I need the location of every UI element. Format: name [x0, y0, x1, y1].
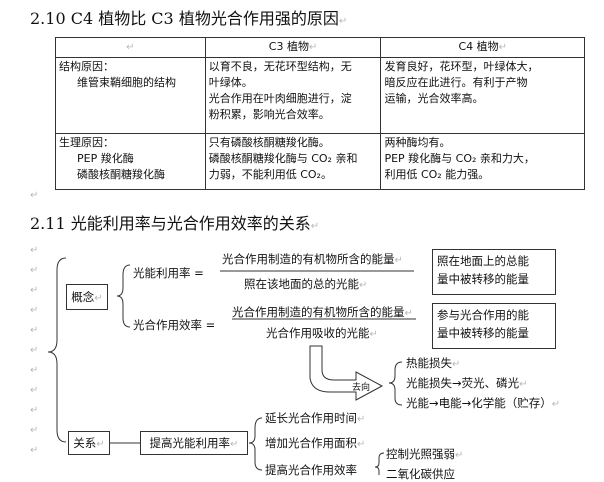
table-cell-c4: 发育良好，花环型，叶绿体大， 暗反应在此进行。有利于产物 运输，光合效率高。: [380, 57, 585, 134]
paragraph-mark: ↵: [30, 365, 39, 376]
sub-item: 二氧化碳供应: [386, 467, 455, 481]
note-box-1: 照在地面上的总能 量中被转移的能量: [432, 249, 556, 295]
fraction-2-denominator: 光合作用吸收的光能↵: [266, 326, 378, 340]
fraction-2-numerator: 光合作用制造的有机物所含的能量↵: [232, 305, 413, 319]
table-cell-label: 结构原因： 维管束鞘细胞的结构: [55, 57, 206, 134]
relation-item: 提高光合作用效率: [265, 463, 357, 477]
main-brace: [47, 257, 67, 443]
paragraph-mark: ↵: [30, 425, 39, 436]
table-cell-label: 生理原因： PEP 羧化酶 磷酸核酮糖羧化酶: [55, 133, 206, 190]
paragraph-mark: ↵: [30, 445, 39, 456]
improve-rate-box: 提高光能利用率↵: [140, 431, 248, 455]
table-cell-c3: 只有磷酸核酮糖羧化酶。 磷酸核酮糖羧化酶与 CO₂ 亲和 力弱，不能利用低 CO…: [204, 133, 382, 190]
fraction-1-denominator: 照在该地面的总的光能↵: [244, 277, 368, 291]
relation-brace: [248, 417, 263, 471]
concept-box: 概念↵: [66, 284, 108, 310]
sub-brace: [374, 452, 385, 475]
table-cell-c4: 两种酶均有。 PEP 羧化酶与 CO₂ 亲和力大， 利用低 CO₂ 能力强。: [380, 133, 585, 190]
arrow-label: 去向: [352, 383, 371, 393]
section-title-2-11: 2.11 光能利用率与光合作用效率的关系↵: [30, 214, 320, 233]
relation-item: 延长光合作用时间↵: [265, 411, 366, 425]
paragraph-mark: ↵: [30, 265, 39, 276]
relation-item: 增加光合作用面积↵: [265, 436, 366, 450]
fraction-1-numerator: 光合作用制造的有机物所含的能量↵: [222, 252, 403, 266]
table-row: 结构原因： 维管束鞘细胞的结构 以育不良，无花环型结构，无 叶绿体。 光合作用在…: [55, 57, 585, 134]
concept-brace: [116, 264, 131, 328]
paragraph-mark: ↵: [30, 405, 39, 416]
fate-item: 热能损失↵: [406, 356, 461, 370]
fate-item: 光能损失→荧光、磷光↵: [406, 376, 528, 390]
fates-brace: [388, 361, 403, 406]
sub-item: 控制光照强弱↵: [386, 447, 464, 461]
paragraph-mark: ↵: [30, 385, 39, 396]
paragraph-mark: ↵: [30, 190, 39, 201]
section-title-2-10: 2.10 C4 植物比 C3 植物光合作用强的原因↵: [30, 9, 348, 28]
paragraph-mark: ↵: [30, 285, 39, 296]
light-use-rate-label: 光能利用率 =: [133, 266, 204, 280]
table-row: 生理原因： PEP 羧化酶 磷酸核酮糖羧化酶 只有磷酸核酮糖羧化酶。 磷酸核酮糖…: [55, 133, 585, 190]
relation-box: 关系↵: [68, 431, 110, 455]
paragraph-mark: ↵: [30, 325, 39, 336]
paragraph-mark: ↵: [30, 245, 39, 256]
note-box-2: 参与光合作用的能 量中被转移的能量: [432, 303, 556, 349]
fate-item: 光能→电能→化学能（贮存）↵: [406, 396, 561, 410]
curved-arrow: [309, 345, 384, 401]
paragraph-mark: ↵: [30, 305, 39, 316]
comparison-table: ↵ C3 植物↵ C4 植物↵ 结构原因： 维管束鞘细胞的结构 以育不良，无花环…: [55, 37, 585, 190]
paragraph-mark: ↵: [30, 345, 39, 356]
table-cell-c3: 以育不良，无花环型结构，无 叶绿体。 光合作用在叶肉细胞进行，淀 粉积累，影响光…: [204, 57, 382, 134]
photosynthesis-efficiency-label: 光合作用效率 =: [133, 318, 216, 332]
